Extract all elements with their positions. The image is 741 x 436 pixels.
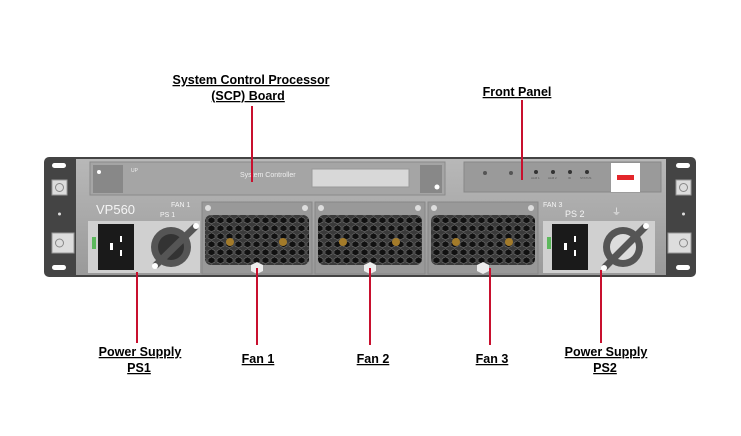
ps2-chassis-label: PS 2 xyxy=(565,209,585,219)
ps1-label-line1: Power Supply xyxy=(99,345,182,359)
ps2-label-line2: PS2 xyxy=(593,361,617,375)
scp-board: UP System Controller xyxy=(89,161,446,196)
fan1-chassis-label: FAN 1 xyxy=(171,202,191,209)
power-supply-ps2: FAN 3 PS 2 ⏚ xyxy=(543,202,655,273)
ps1-chassis-label: PS 1 xyxy=(160,212,175,219)
scp-up-text: UP xyxy=(131,168,139,174)
scp-label-line2: (SCP) Board xyxy=(211,89,285,103)
power-supply-ps1: VP560 FAN 1 PS 1 xyxy=(88,202,200,273)
scp-board-text: System Controller xyxy=(240,172,296,179)
ps1-label-line2: PS1 xyxy=(127,361,151,375)
ps1-handle xyxy=(152,223,199,269)
power-led xyxy=(483,171,487,175)
front-panel-label: Front Panel xyxy=(483,85,552,99)
ac-inlet xyxy=(98,224,134,270)
fan3-chassis-label: FAN 3 xyxy=(543,202,563,209)
right-rack-ear xyxy=(667,163,692,270)
chassis: UP System Controller ALM 1 ALM 2 ID STAT… xyxy=(44,157,696,277)
fan3-label: Fan 3 xyxy=(476,352,509,366)
left-rack-ear xyxy=(51,163,75,270)
led-label: STATUS xyxy=(580,176,591,180)
led-label: ALM 2 xyxy=(548,176,557,180)
ps2-handle xyxy=(601,223,649,271)
fan2-label: Fan 2 xyxy=(357,352,390,366)
id-led xyxy=(509,171,513,175)
scp-label-line1: System Control Processor xyxy=(173,73,330,87)
model-label: VP560 xyxy=(96,202,135,217)
led-label: ID xyxy=(568,176,572,180)
fan-1 xyxy=(201,201,313,275)
ps2-label-line1: Power Supply xyxy=(565,345,648,359)
ac-inlet xyxy=(552,224,588,270)
ground-icon: ⏚ xyxy=(612,207,621,217)
fan-2 xyxy=(314,201,426,275)
front-panel: ALM 1 ALM 2 ID STATUS xyxy=(463,161,662,193)
led-label: ALM 1 xyxy=(531,176,540,180)
fan1-label: Fan 1 xyxy=(242,352,275,366)
fan-3 xyxy=(427,201,539,275)
